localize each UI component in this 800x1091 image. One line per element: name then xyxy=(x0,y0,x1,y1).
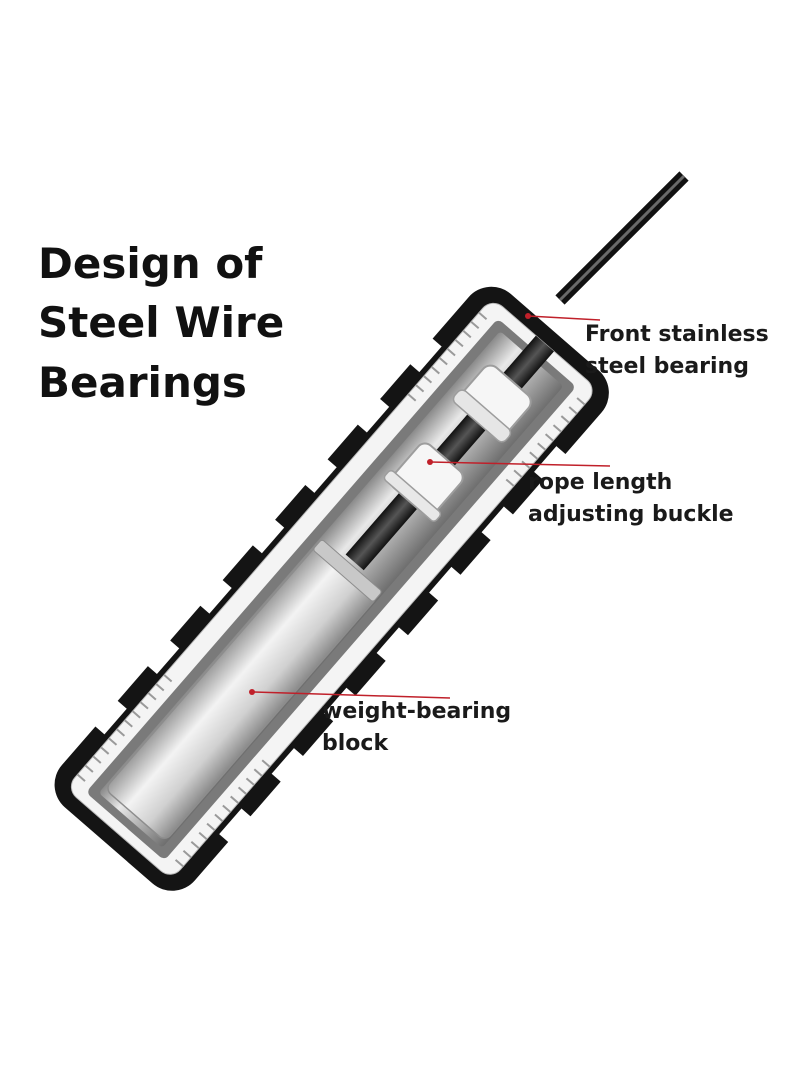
callout-front-bearing-line-1: Front stainless xyxy=(585,322,769,347)
adjusting-buckle xyxy=(383,442,464,522)
title-line-1: Design of xyxy=(38,239,263,288)
callout-block-line-1: weight-bearing xyxy=(322,699,512,724)
front-bearing xyxy=(452,364,532,443)
title-line-3: Bearings xyxy=(38,358,247,407)
leader-block xyxy=(249,689,451,699)
leader-front-bearing xyxy=(525,313,601,321)
callout-front-bearing-line-2: steel bearing xyxy=(585,354,749,379)
title-line-2: Steel Wire xyxy=(38,298,285,347)
callout-block-line-2: block xyxy=(322,731,389,756)
leader-buckle xyxy=(427,459,611,467)
leader-lines xyxy=(249,313,611,699)
steel-wire-rope xyxy=(555,171,689,305)
callout-buckle-line-2: adjusting buckle xyxy=(528,502,734,527)
callout-buckle-line-1: rope length xyxy=(528,470,673,495)
weight-bearing-block xyxy=(107,539,382,839)
